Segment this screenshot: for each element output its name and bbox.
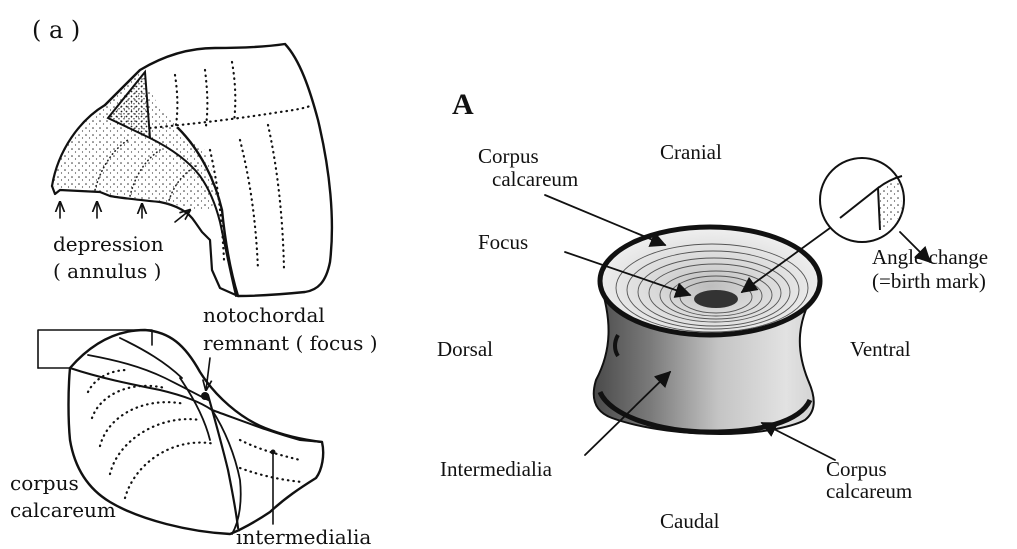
- angle-change-inset: [820, 158, 904, 242]
- label-intermedialia-A: Intermedialia: [440, 457, 553, 481]
- label-ventral: Ventral: [850, 337, 911, 361]
- panel-a: ( a ): [10, 16, 378, 549]
- label-corpus-bottom-1: Corpus: [826, 457, 887, 481]
- label-corpus-top-2: calcareum: [492, 167, 578, 191]
- panel-A: A Cranial Caudal Dorsal Ventral: [437, 88, 988, 533]
- label-angle-change: Angle change: [872, 245, 988, 269]
- label-corpus-top-1: Corpus: [478, 144, 539, 168]
- focus-spot: [694, 290, 738, 308]
- label-intermedialia-a: intermedialia: [236, 525, 371, 549]
- label-depression: depression: [53, 232, 164, 256]
- vertebra-cylinder: [594, 227, 820, 434]
- arrow-corpus-bottom: [762, 423, 835, 460]
- label-calcareum: calcareum: [10, 498, 116, 522]
- label-caudal: Caudal: [660, 509, 720, 533]
- label-annulus: ( annulus ): [53, 259, 161, 283]
- label-dorsal: Dorsal: [437, 337, 493, 361]
- label-corpus-bottom-2: calcareum: [826, 479, 912, 503]
- label-focus: Focus: [478, 230, 528, 254]
- label-notochordal: notochordal: [203, 303, 325, 327]
- focus-dot: [201, 392, 209, 400]
- label-cranial: Cranial: [660, 140, 722, 164]
- label-corpus: corpus: [10, 471, 79, 495]
- panel-A-label: A: [452, 88, 474, 121]
- label-birth-mark: (=birth mark): [872, 269, 986, 293]
- arrow-corpus-top: [545, 195, 665, 245]
- panel-a-label: ( a ): [32, 16, 80, 44]
- label-remnant-focus: remnant ( focus ): [203, 331, 378, 355]
